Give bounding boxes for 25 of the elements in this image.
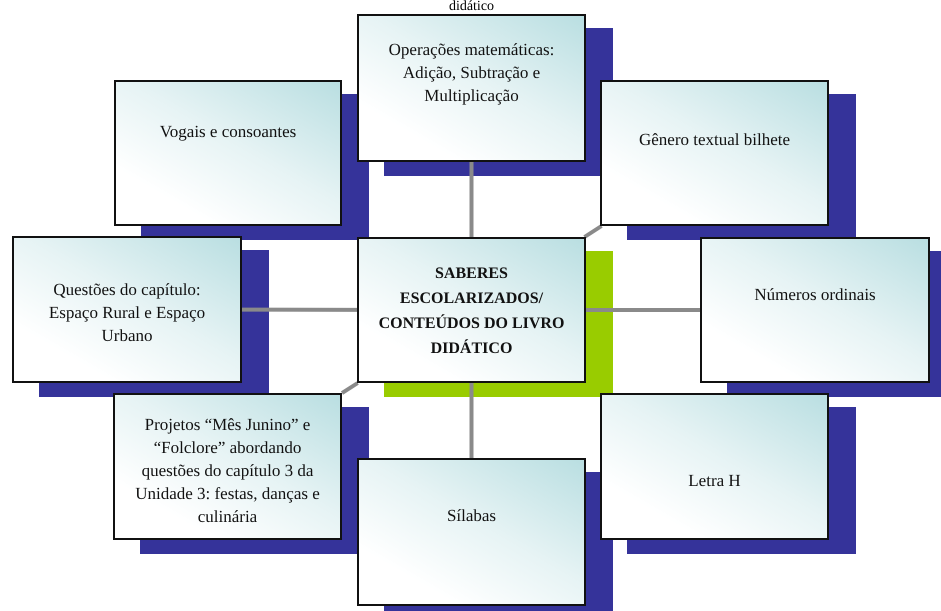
topic-text: Letra H	[688, 470, 741, 492]
topic-box	[600, 393, 829, 540]
topic-text: Vogais e consoantes	[160, 121, 296, 143]
topic-text: Números ordinais	[754, 284, 876, 306]
topic-text: SABERES ESCOLARIZADOS/ CONTEÚDOS DO LIVRO DIDÁTICO	[378, 264, 566, 359]
topic-text: Gênero textual bilhete	[638, 129, 790, 151]
connector-line	[340, 381, 359, 395]
connector-line	[586, 308, 700, 312]
topic-text: Operações matemáticas: Adição, Subtração e Multiplicação	[388, 39, 556, 107]
connector-line	[242, 308, 357, 312]
topic-text: Questões do capítulo: Espaço Rural e Espaço Urbano	[48, 279, 206, 347]
connector-line	[583, 224, 603, 239]
topic-box	[700, 237, 930, 383]
connector-line	[470, 162, 474, 237]
topic-text: Sílabas	[446, 505, 496, 527]
topic-box	[357, 458, 586, 606]
topic-box	[114, 80, 342, 226]
topic-box	[357, 237, 586, 383]
topic-text: Projetos “Mês Junino” e “Folclore” abordando questões do capítulo 3 da Unidade 3: festas, danças e culinária	[134, 414, 321, 528]
connector-line	[470, 383, 474, 458]
topic-box	[357, 14, 586, 162]
topic-box	[600, 80, 829, 226]
topic-box	[113, 393, 342, 540]
topic-box	[12, 236, 242, 383]
heading-text: didático	[448, 0, 496, 14]
